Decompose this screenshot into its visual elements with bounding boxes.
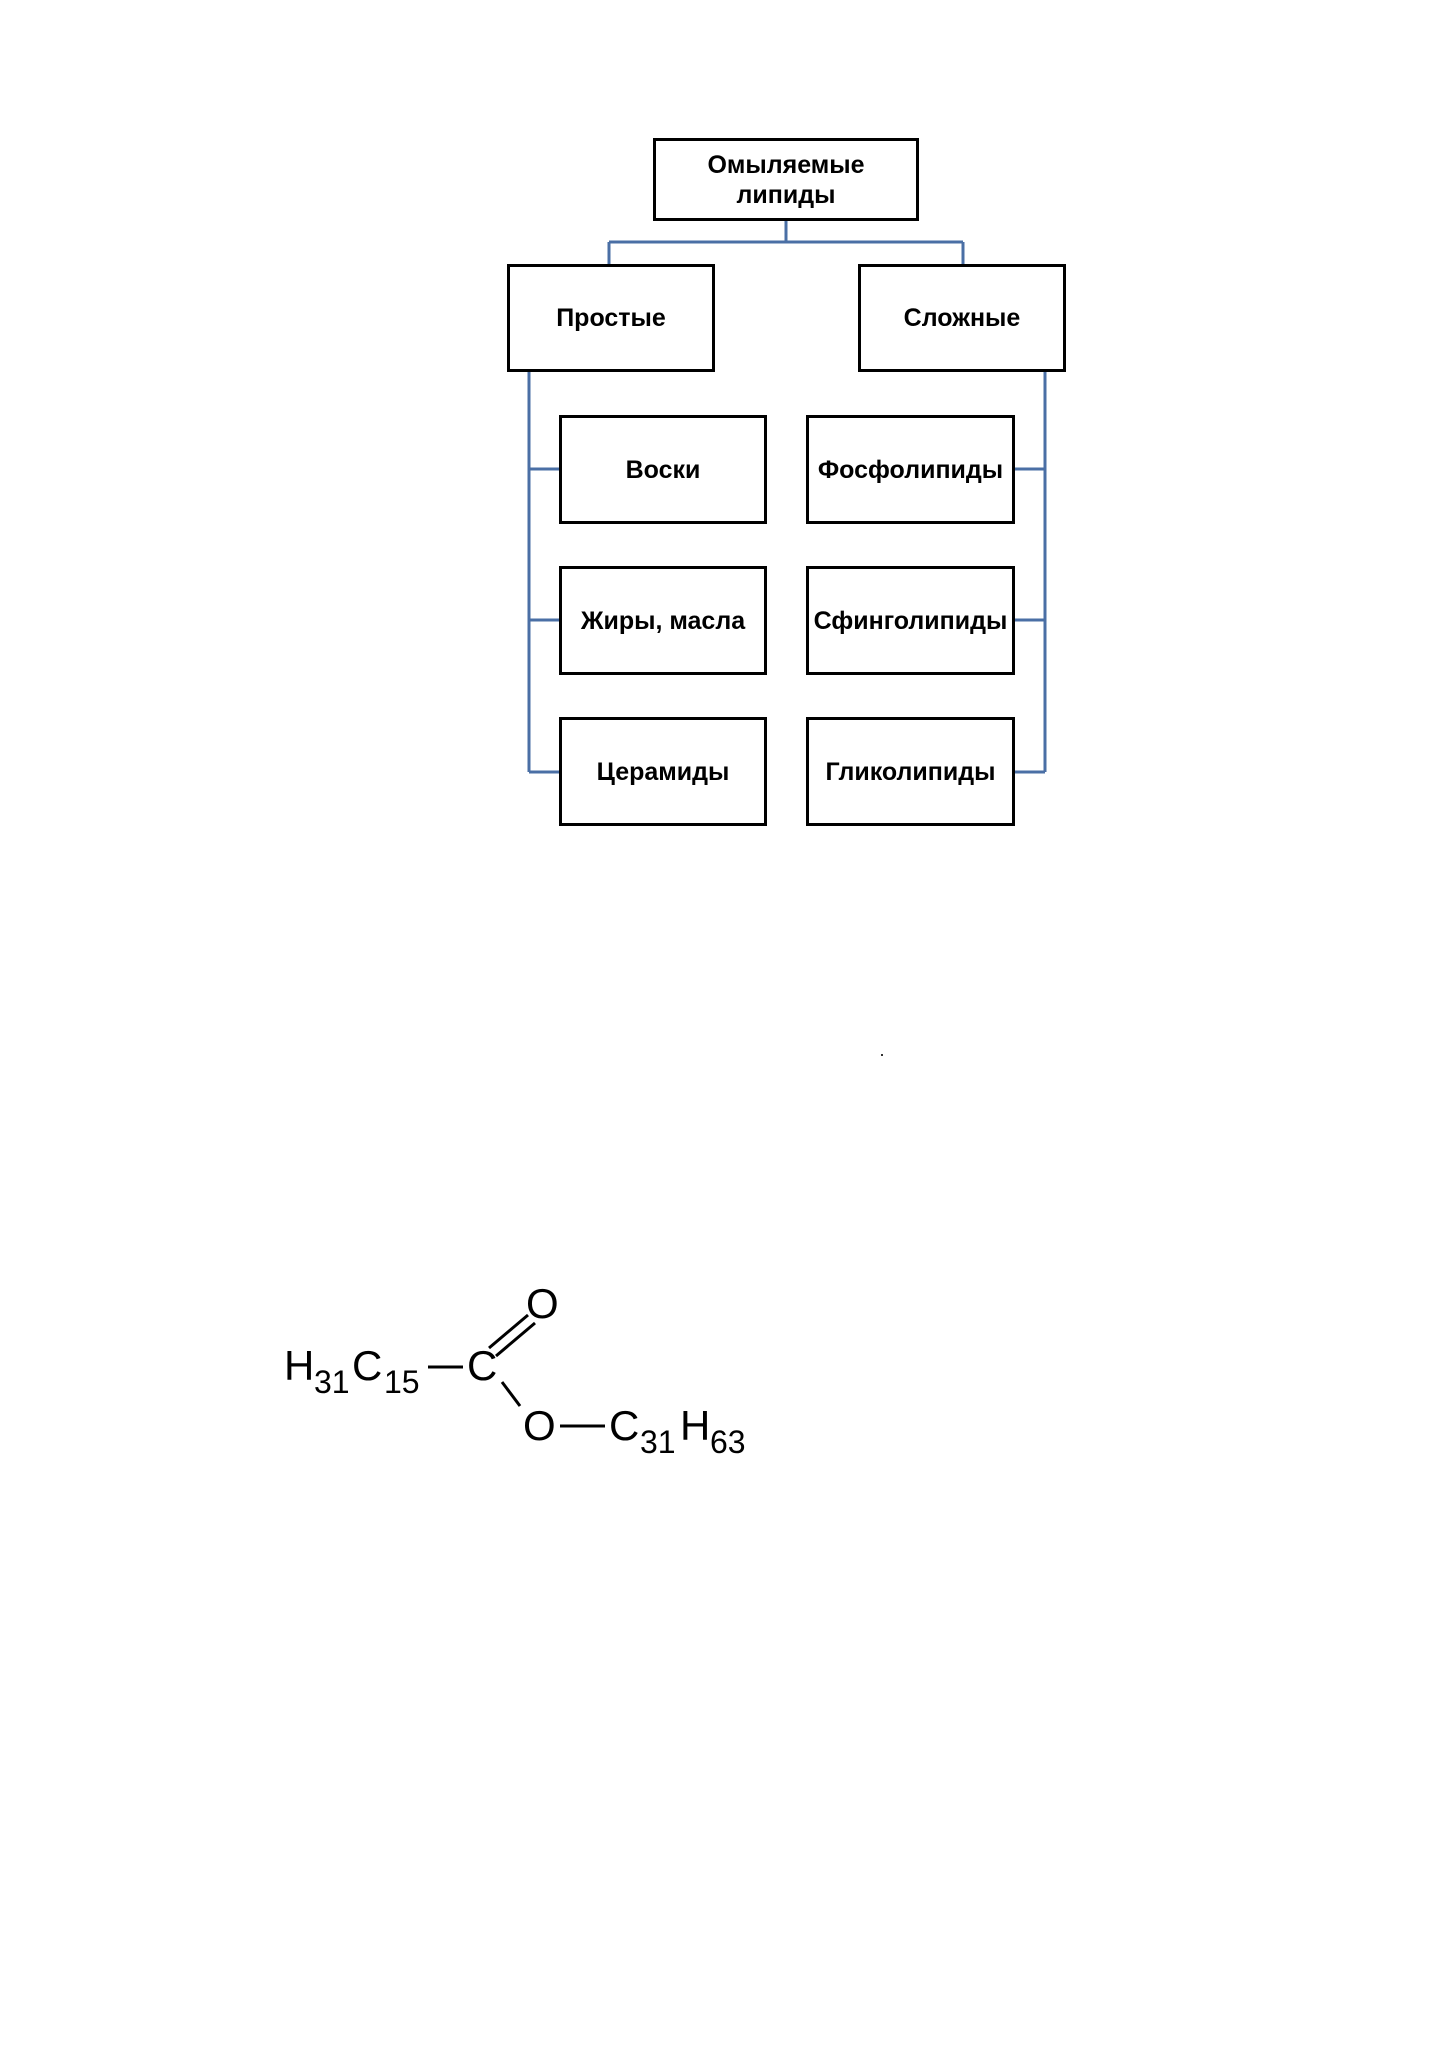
root-box-saponifiable-lipids: Омыляемые липиды [653,138,919,221]
formula-carbonyl-C: C [467,1342,497,1389]
formula-left-H-sub: 31 [314,1364,350,1400]
formula-right-H: H [680,1402,710,1449]
formula-left-H: H [284,1342,314,1389]
formula-right-H-sub: 63 [710,1424,746,1460]
formula-right-C-sub: 31 [640,1424,676,1460]
bond-carbonyl-to-ester-O [500,1381,522,1407]
formula-right-C: C [609,1402,639,1449]
double-bond-line-1 [488,1313,529,1350]
ceramides-box: Церамиды [559,717,767,826]
formula-left-C: C [352,1342,382,1389]
sphingolipids-box: Сфинголипиды [806,566,1015,675]
simple-lipids-box: Простые [507,264,715,372]
glycolipids-box: Гликолипиды [806,717,1015,826]
complex-lipids-box: Сложные [858,264,1066,372]
formula-carbonyl-O: O [526,1280,559,1327]
formula-left-C-sub: 15 [384,1364,420,1400]
fats-oils-box: Жиры, масла [559,566,767,675]
phospholipids-box: Фосфолипиды [806,415,1015,524]
waxes-box: Воски [559,415,767,524]
stray-dot [881,1054,883,1056]
formula-ester-O: O [523,1402,556,1449]
double-bond-line-2 [495,1321,536,1358]
